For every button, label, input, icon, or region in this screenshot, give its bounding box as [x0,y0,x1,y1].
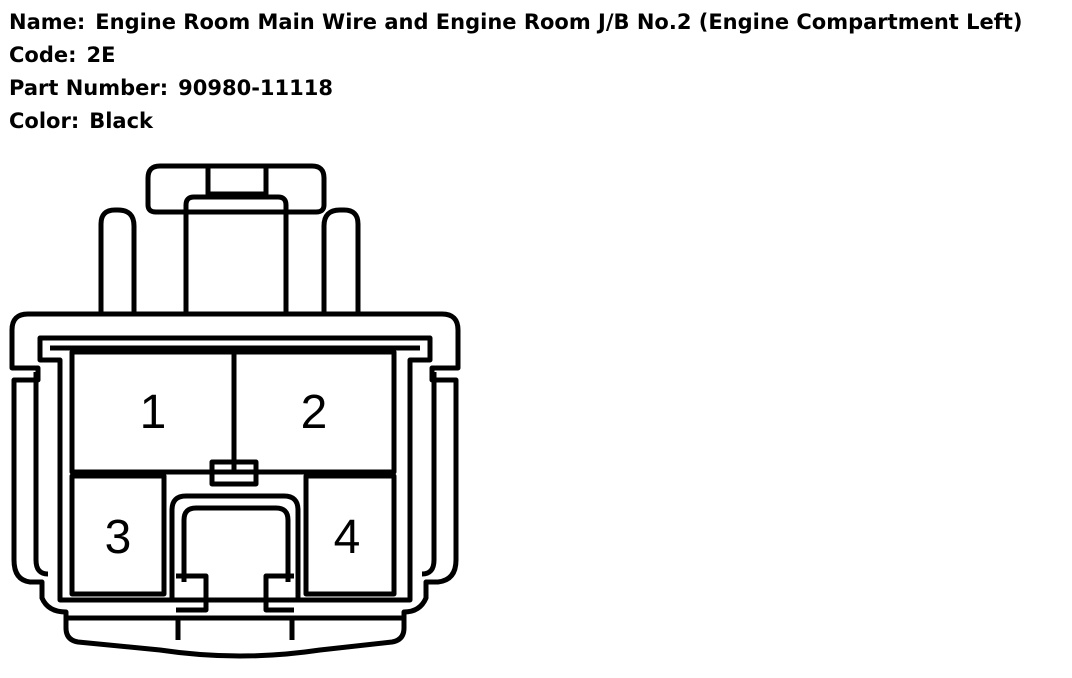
upper-housing [183,194,289,312]
cavity-3 [69,473,167,597]
part-number-value: 90980-11118 [178,76,333,100]
right-fin [321,207,361,312]
code-label: Code: [9,43,77,67]
color-row: Color: Black [9,105,1023,138]
cavity-2 [231,349,397,475]
pin-label-4: 4 [334,511,361,564]
name-row: Name: Engine Room Main Wire and Engine Ro… [9,6,1023,39]
part-number-row: Part Number: 90980-11118 [9,72,1023,105]
housing-inner [37,335,433,603]
right-side-rail [421,372,437,577]
code-value: 2E [86,43,116,67]
cavity-4 [303,473,397,597]
pin-label-3: 3 [105,511,132,564]
key-foot-left [176,573,209,613]
color-label: Color: [9,109,80,133]
key-foot-right [263,573,294,613]
color-value: Black [89,109,154,133]
latch-tab [205,166,269,197]
housing-outer [9,311,461,659]
name-value: Engine Room Main Wire and Engine Room J/… [95,10,1023,34]
connector-info: Name: Engine Room Main Wire and Engine Ro… [9,6,1023,138]
pin-label-2: 2 [301,386,328,439]
key-channel [169,493,301,600]
lock-nub [209,459,259,487]
code-row: Code: 2E [9,39,1023,72]
top-latch [145,163,327,215]
pin-label-1: 1 [140,386,167,439]
left-side-rail [33,372,49,577]
part-number-label: Part Number: [9,76,169,100]
key-channel-inner [181,505,291,582]
name-label: Name: [9,10,86,34]
connector-diagram: 1 2 3 4 [9,163,461,659]
left-fin [98,207,137,312]
